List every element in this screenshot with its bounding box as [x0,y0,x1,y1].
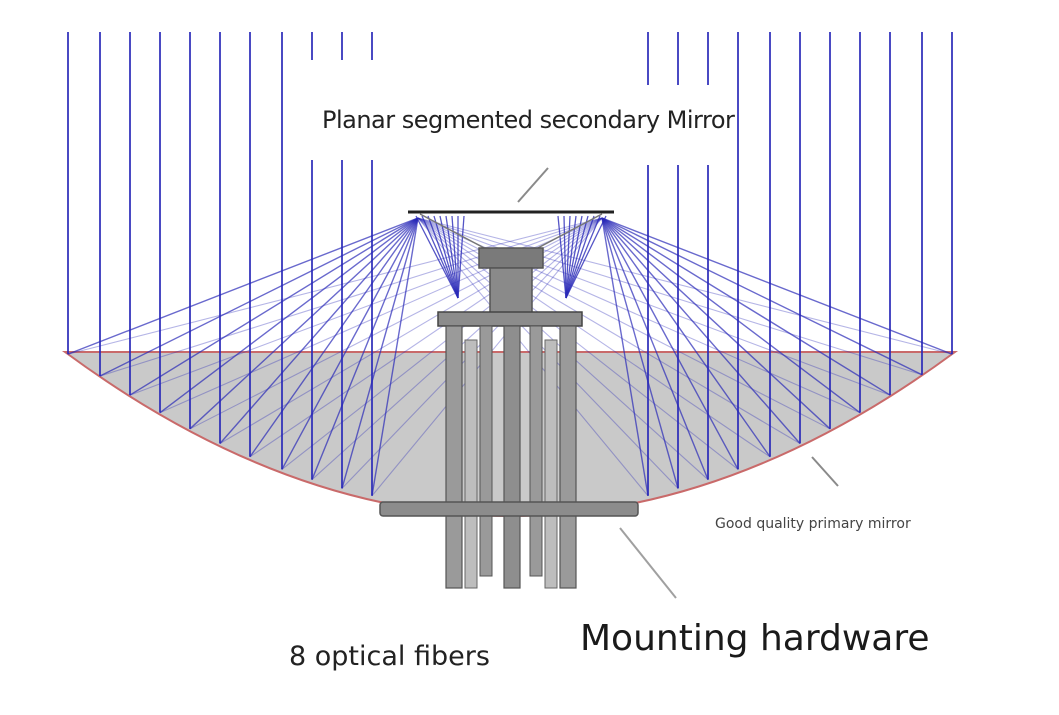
focal-fan-ray [433,215,459,299]
reflected-ray [601,217,709,480]
focal-fan-ray [457,215,465,299]
reflected-ray [417,217,739,470]
focal-fan-ray [565,215,607,299]
reflected-ray [601,217,891,396]
reflected-ray [311,217,419,480]
focal-fan-ray [563,215,567,299]
reflected-rays [67,217,953,497]
focal-fan-ray [557,215,567,299]
mounting-hardware-label: Mounting hardware [580,618,930,659]
fiber [529,325,543,577]
reflected-ray [129,217,419,396]
reflected-ray [249,217,419,458]
hub-stem [489,267,533,315]
optical-fibers-label: 8 optical fibers [289,641,490,672]
fiber [464,339,478,589]
focal-fan-ray [565,215,571,299]
reflected-ray [67,217,603,355]
leader-mounting [619,527,677,599]
fiber [559,325,577,589]
reflected-ray [99,217,419,377]
leader-secondary [517,167,549,203]
reflected-ray [601,217,801,444]
focal-fan-ray [565,215,589,299]
focal-fan-ray [565,215,601,299]
secondary-mirror-label: Planar segmented secondary Mirror [322,106,735,134]
focal-fan-ray [565,215,595,299]
secondary-support-right [533,213,603,251]
fiber [445,325,463,589]
reflected-ray [341,217,419,489]
leader-primary [811,456,839,487]
focal-fan-ray [565,215,583,299]
reflected-ray [601,217,771,458]
optical-fibers [445,325,577,589]
reflected-ray [601,217,739,470]
focal-fan-ray [415,215,459,299]
reflected-ray [99,217,603,377]
reflected-ray [371,217,419,496]
fiber [479,325,493,577]
mounting-plate [379,501,639,517]
reflected-ray [601,217,649,496]
focal-fan-ray [427,215,459,299]
reflected-ray [417,217,953,355]
focal-fan-ray [451,215,459,299]
focal-fans [415,215,607,299]
reflected-ray [281,217,419,470]
secondary-support-left [419,213,489,251]
reflected-ray [601,217,861,414]
reflected-ray [67,217,419,355]
reflected-ray [159,217,419,414]
reflected-ray [417,217,771,458]
focal-fan-ray [565,215,577,299]
reflected-ray [601,217,679,489]
fiber [544,339,558,589]
fiber [503,325,521,589]
primary-mirror-label: Good quality primary mirror [715,516,911,532]
reflected-ray [601,217,923,376]
reflected-ray [417,217,923,376]
reflected-ray [601,217,953,355]
reflected-ray [601,217,831,430]
focal-fan-ray [439,215,459,299]
hub-top [478,247,544,269]
incoming-rays [67,32,953,496]
reflected-ray [189,217,419,430]
focal-fan-ray [421,215,459,299]
hub-plate [437,311,583,327]
reflected-ray [281,217,603,470]
reflected-ray [219,217,419,444]
